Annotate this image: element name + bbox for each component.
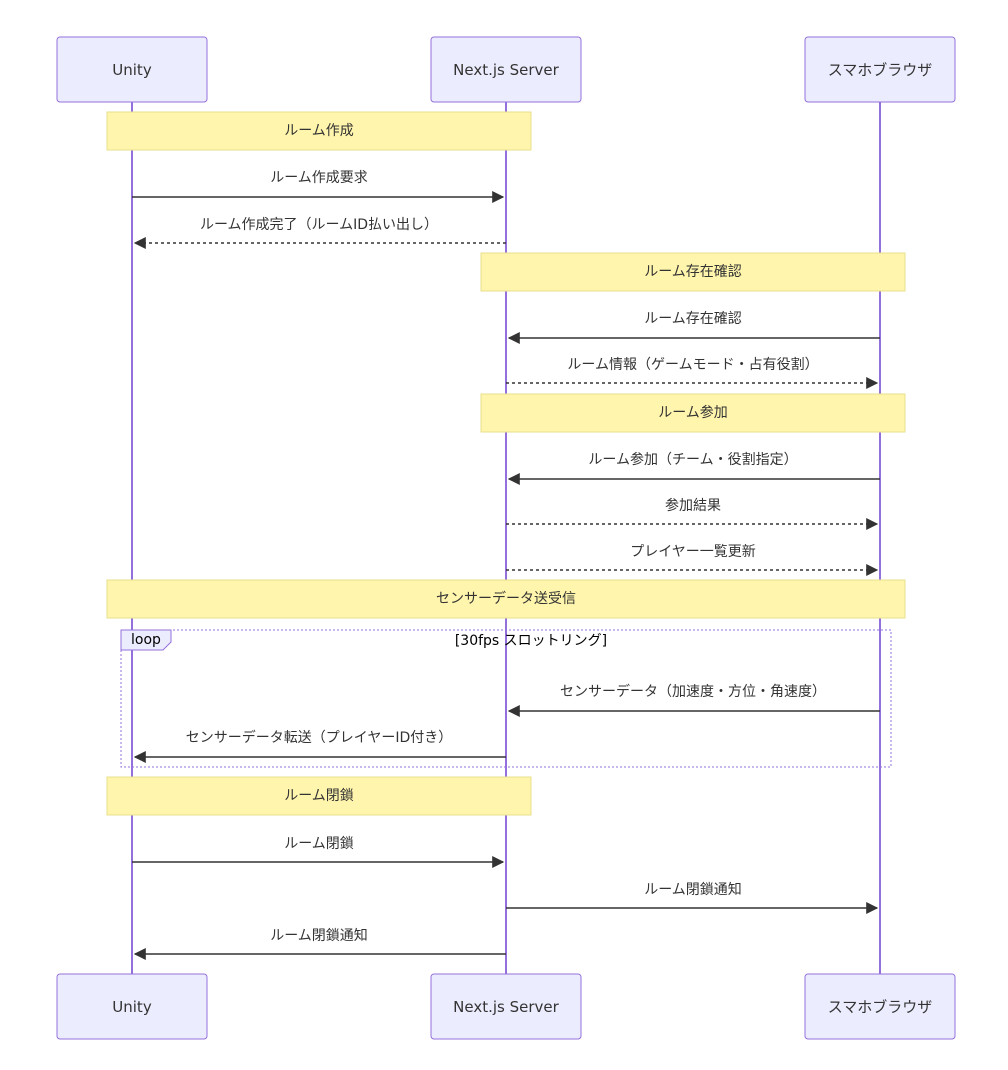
note-room-join: ルーム参加 [480,393,906,433]
actor-browser-top: スマホブラウザ [804,36,956,103]
message-label: プレイヤー一覧更新 [630,543,756,560]
message-label: ルーム作成要求 [270,170,368,186]
note-text: ルーム閉鎖 [284,788,354,804]
actor-server-top: Next.js Server [430,36,582,103]
actor-server-bottom: Next.js Server [430,973,582,1040]
note-room-exists-check: ルーム存在確認 [480,252,906,292]
actor-label: スマホブラウザ [828,998,933,1016]
message-label: ルーム閉鎖通知 [270,927,368,944]
message-sensor-data: センサーデータ（加速度・方位・角速度） [507,683,880,717]
message-room-close: ルーム閉鎖 [132,836,505,868]
message-player-list-update: プレイヤー一覧更新 [506,543,879,576]
actor-unity-top: Unity [56,36,208,103]
message-label: センサーデータ転送（プレイヤーID付き） [186,729,453,746]
message-room-join: ルーム参加（チーム・役割指定） [507,451,880,485]
message-label: 参加結果 [665,497,721,514]
message-label: センサーデータ（加速度・方位・角速度） [560,683,826,700]
message-room-info: ルーム情報（ゲームモード・占有役割） [506,356,879,389]
message-room-create-request: ルーム作成要求 [132,170,505,203]
message-label: ルーム参加（チーム・役割指定） [588,451,797,468]
message-room-exists-check: ルーム存在確認 [507,311,880,344]
message-sensor-data-forward: センサーデータ転送（プレイヤーID付き） [133,729,506,763]
loop-label: loop [131,632,161,648]
message-label: ルーム作成完了（ルームID払い出し） [200,217,438,233]
note-text: ルーム作成 [284,123,354,139]
actor-label: スマホブラウザ [828,61,933,79]
message-room-create-complete: ルーム作成完了（ルームID払い出し） [133,217,506,249]
actor-label: Next.js Server [453,61,559,79]
message-room-close-notify-browser: ルーム閉鎖通知 [506,881,879,914]
note-room-create: ルーム作成 [106,111,532,151]
note-sensor-data-exchange: センサーデータ送受信 [106,579,906,619]
note-text: ルーム参加 [658,404,728,421]
note-room-close: ルーム閉鎖 [106,776,532,816]
actor-label: Next.js Server [453,998,559,1016]
note-text: ルーム存在確認 [644,264,742,280]
message-label: ルーム閉鎖通知 [644,881,742,898]
loop-block: loop [30fps スロットリング] [120,629,892,768]
loop-frame [120,629,892,768]
loop-condition: [30fps スロットリング] [455,633,607,649]
message-label: ルーム閉鎖 [284,836,354,852]
actor-browser-bottom: スマホブラウザ [804,973,956,1040]
actor-label: Unity [112,61,152,79]
message-label: ルーム存在確認 [644,311,742,327]
message-join-result: 参加結果 [506,497,879,530]
message-label: ルーム情報（ゲームモード・占有役割） [567,356,818,373]
note-text: センサーデータ送受信 [436,590,576,607]
actor-label: Unity [112,998,152,1016]
actor-unity-bottom: Unity [56,973,208,1040]
message-room-close-notify-unity: ルーム閉鎖通知 [133,927,506,960]
loop-tab [120,629,172,651]
